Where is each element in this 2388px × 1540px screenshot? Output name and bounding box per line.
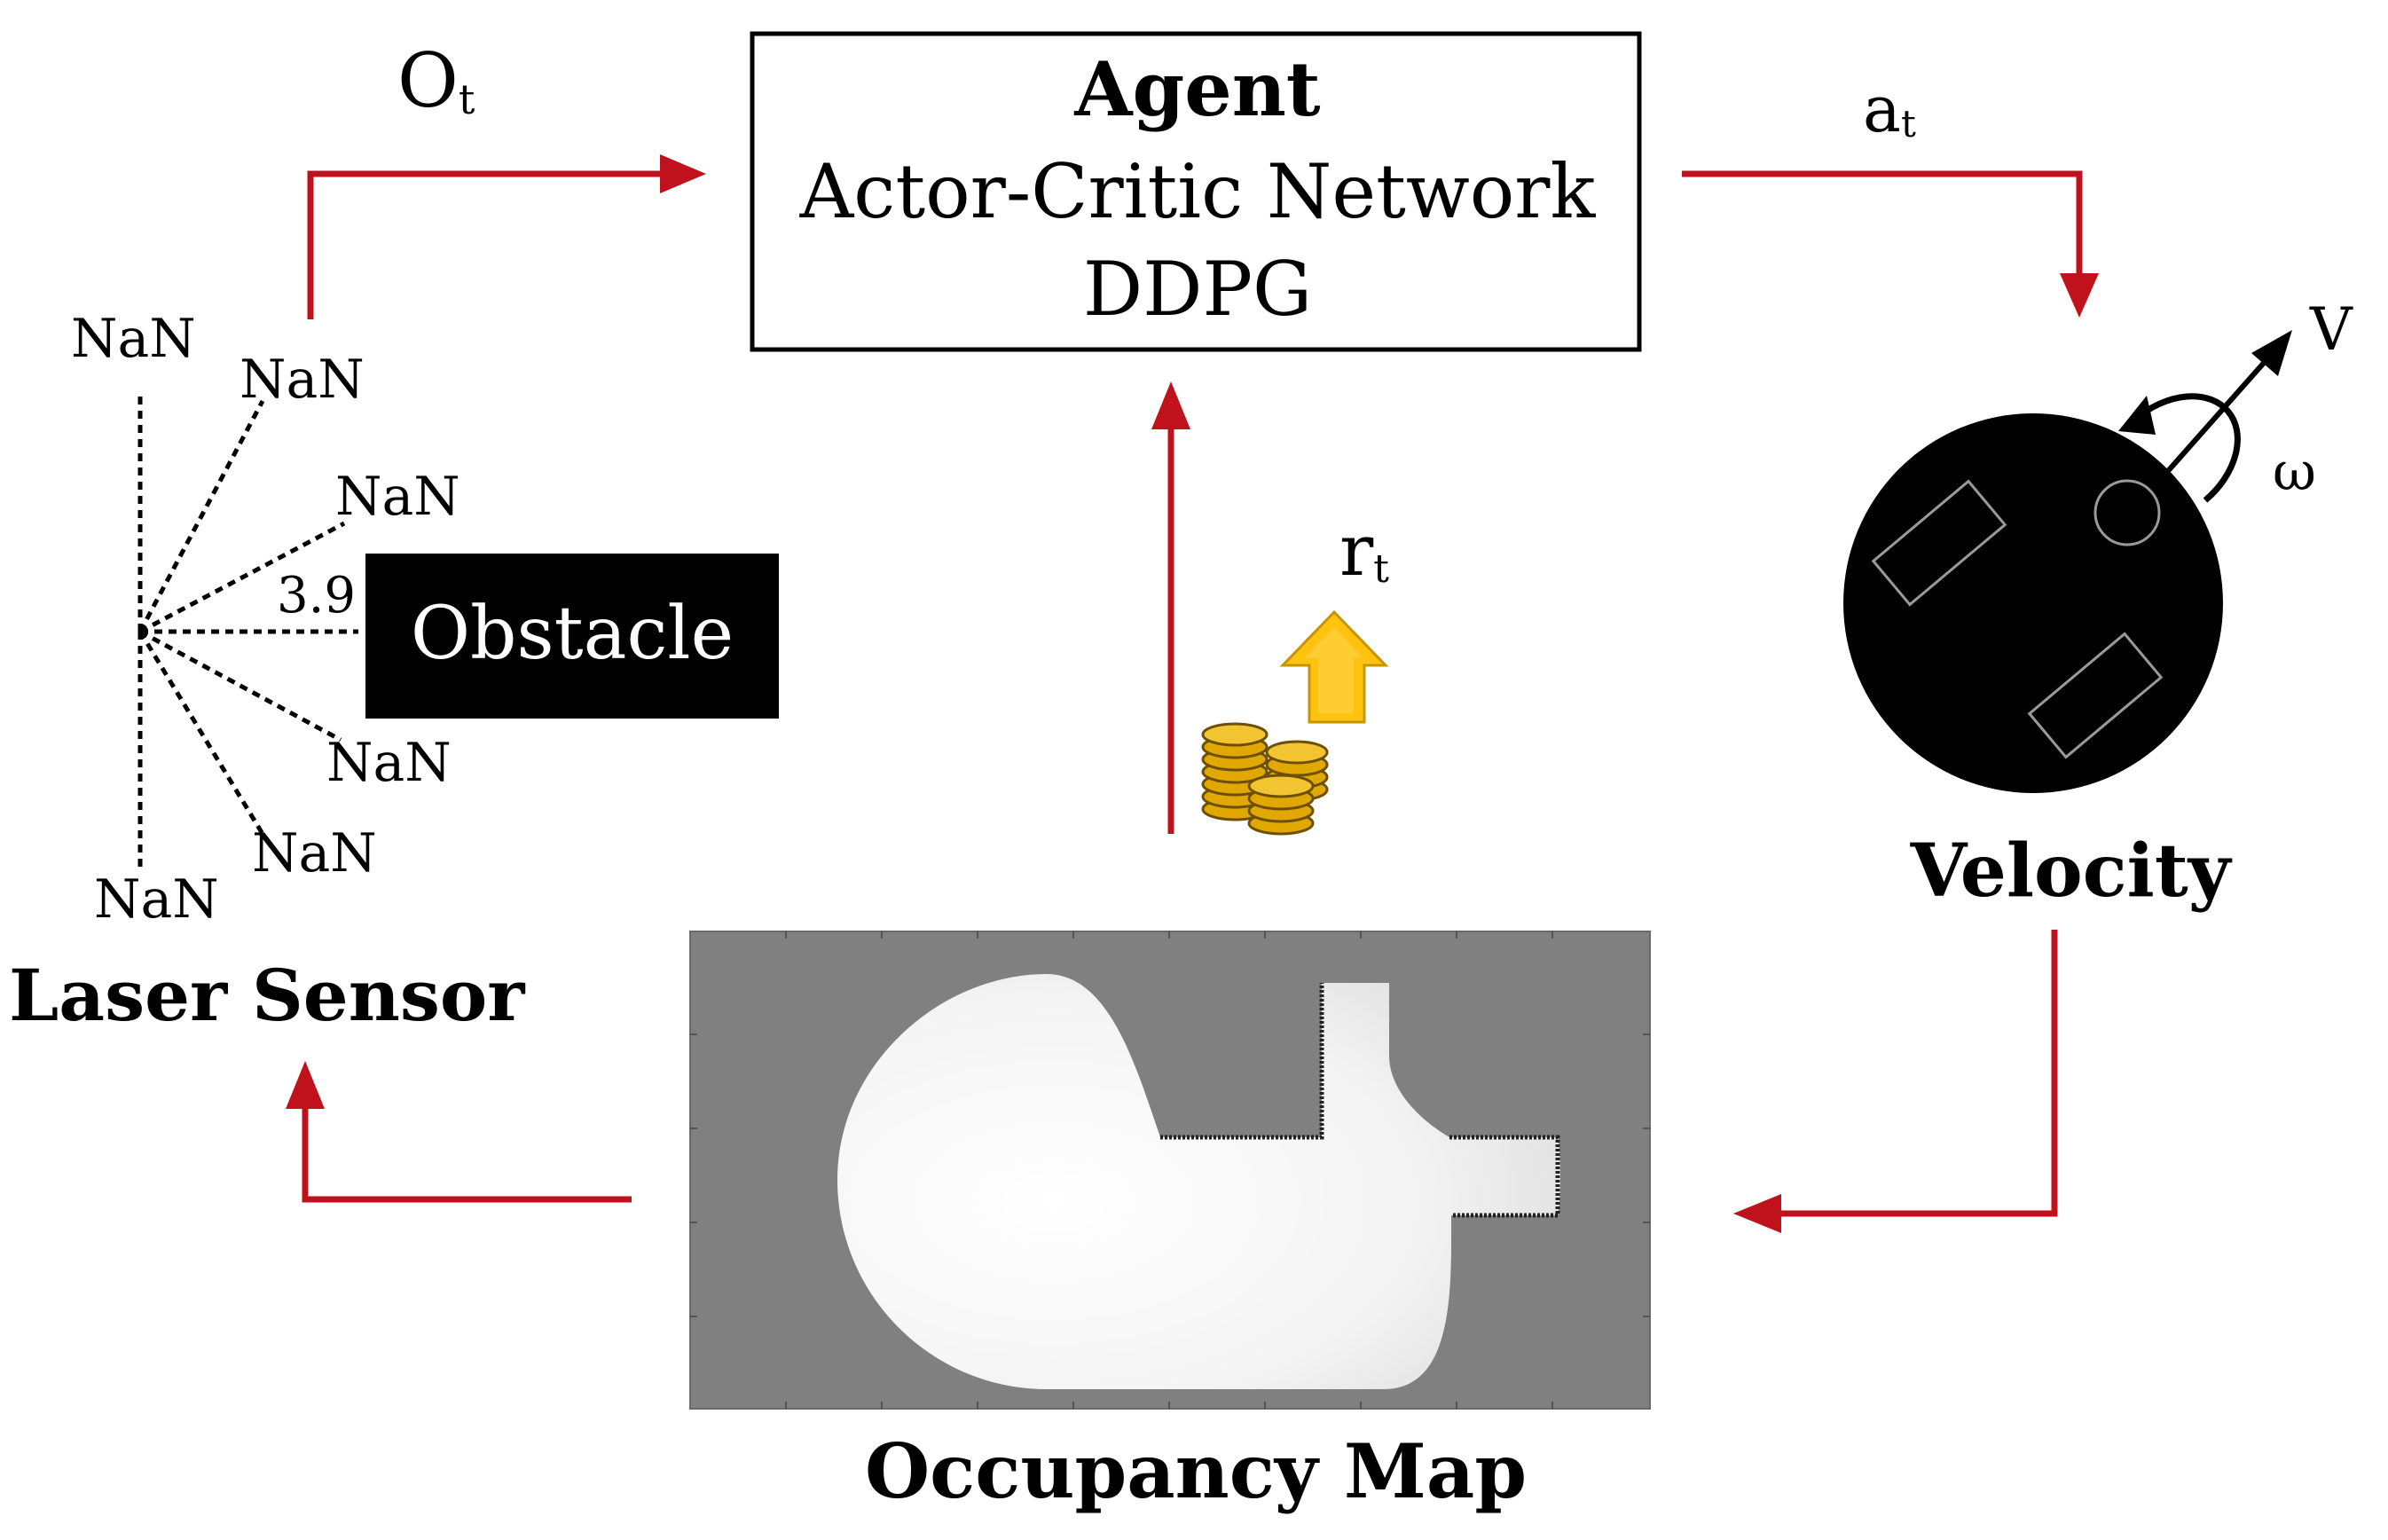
laser-reading-1: NaN (71, 308, 196, 370)
observation-label: Ot (397, 37, 475, 124)
laser-reading-5: NaN (326, 732, 452, 794)
velocity-to-map-arrow (1765, 930, 2058, 1217)
observation-arrow (307, 170, 674, 319)
obstacle: Obstacle (365, 554, 779, 719)
linear-velocity-label: V (2309, 295, 2353, 364)
laser-sensor-title: Laser Sensor (9, 954, 525, 1037)
reward-label: rt (1339, 509, 1389, 592)
action-arrow (1682, 170, 2083, 282)
rotation-arrow-icon (2118, 393, 2241, 503)
laser-reading-6: NaN (252, 822, 377, 884)
coin-stack-icon (1201, 722, 1329, 836)
velocity-title: Velocity (1910, 829, 2233, 914)
velocity-arrow-icon (2158, 330, 2292, 481)
laser-beams (137, 396, 358, 869)
laser-reading-3: NaN (335, 466, 460, 528)
obstacle-label: Obstacle (411, 592, 734, 676)
occupancy-map: Occupancy Map (689, 931, 1651, 1515)
agent-algorithm: DDPG (1083, 246, 1312, 333)
action-label: at (1863, 72, 1916, 146)
reward-up-arrow-icon (1279, 609, 1389, 724)
wheel-right (2027, 632, 2164, 759)
agent-box: Agent Actor-Critic Network DDPG (750, 31, 1642, 352)
occupancy-map-title: Occupancy Map (865, 1427, 1527, 1515)
caster-wheel (2093, 479, 2161, 546)
laser-sensor: NaN NaN NaN 3.9 NaN NaN NaN Laser Sensor (9, 308, 525, 1037)
angular-velocity-label: ω (2273, 441, 2316, 503)
laser-reading-7: NaN (94, 868, 219, 931)
laser-reading-2: NaN (240, 349, 365, 411)
wheel-left (1871, 479, 2007, 607)
laser-reading-4: 3.9 (277, 567, 356, 625)
robot: V ω Velocity (1843, 295, 2353, 914)
flow-arrows (302, 170, 2083, 1217)
map-ticks (690, 931, 1650, 1409)
map-to-laser-arrow (302, 1100, 632, 1203)
map-obstacle-edges (1160, 983, 1560, 1218)
agent-subtitle: Actor-Critic Network (799, 148, 1597, 235)
agent-title: Agent (1073, 45, 1320, 133)
explored-area (837, 974, 1560, 1389)
arrow-heads (286, 154, 2099, 1233)
